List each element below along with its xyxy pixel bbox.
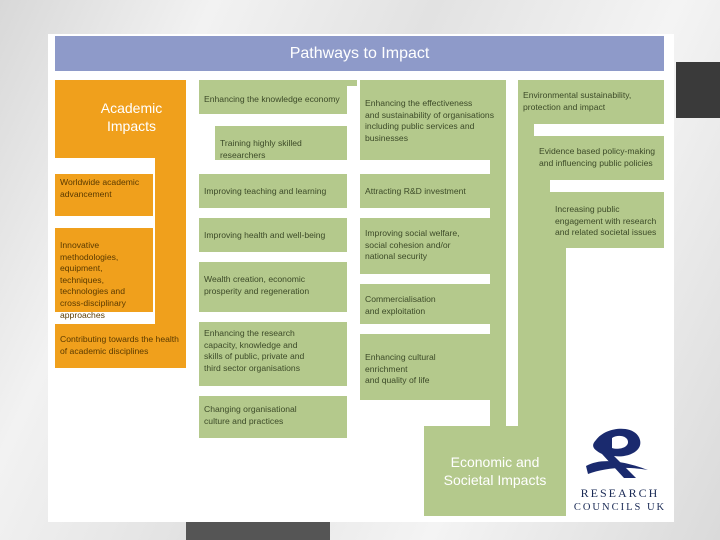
col3-item-2: Attracting R&D investment: [360, 174, 490, 208]
academic-item-1: Worldwide academic advancement: [55, 174, 153, 216]
economic-societal-impacts-box: Economic and Societal Impacts: [424, 426, 566, 516]
col2-item-2: Training highly skilled researchers: [215, 126, 347, 160]
economic-connector: [550, 248, 566, 426]
col4-connector: [518, 124, 534, 426]
col3-item-5: Enhancing cultural enrichment and qualit…: [360, 334, 490, 400]
col4-connector-2: [534, 180, 550, 426]
background-bar-top: [676, 62, 720, 118]
col3-item-4: Commercialisation and exploitation: [360, 284, 490, 324]
col4-item-3: Increasing public engagement with resear…: [550, 192, 664, 248]
academic-item-3: Contributing towards the health of acade…: [55, 324, 186, 368]
background-bar-bottom-2: [186, 522, 330, 540]
col2-item-4: Improving health and well-being: [199, 218, 347, 252]
col2-item-5: Wealth creation, economic prosperity and…: [199, 262, 347, 312]
col3-item-3: Improving social welfare, social cohesio…: [360, 218, 490, 274]
diagram-title: Pathways to Impact: [55, 36, 664, 71]
col3-item-1: Enhancing the effectiveness and sustaina…: [360, 80, 506, 160]
economic-societal-heading: Economic and Societal Impacts: [443, 454, 547, 488]
col2-item-6: Enhancing the research capacity, knowled…: [199, 322, 347, 386]
col2-connector: [347, 80, 357, 86]
academic-impacts-heading: Academic Impacts: [100, 100, 163, 134]
col2-item-3: Improving teaching and learning: [199, 174, 347, 208]
logo-line-2: COUNCILS UK: [573, 502, 667, 513]
research-councils-uk-logo: RESEARCH COUNCILS UK: [566, 420, 674, 520]
col4-item-2: Evidence based policy-making and influen…: [534, 136, 664, 180]
academic-item-2: Innovative methodologies, equipment, tec…: [55, 228, 153, 320]
rcuk-emblem-icon: [586, 428, 648, 478]
col4-item-1: Environmental sustainability, protection…: [518, 80, 664, 124]
col2-item-1: Enhancing the knowledge economy: [199, 80, 347, 114]
logo-line-1: RESEARCH: [580, 486, 660, 500]
col3-connector: [490, 160, 506, 426]
col2-item-7: Changing organisational culture and prac…: [199, 396, 347, 438]
academic-impacts-box: Academic Impacts: [55, 80, 186, 158]
